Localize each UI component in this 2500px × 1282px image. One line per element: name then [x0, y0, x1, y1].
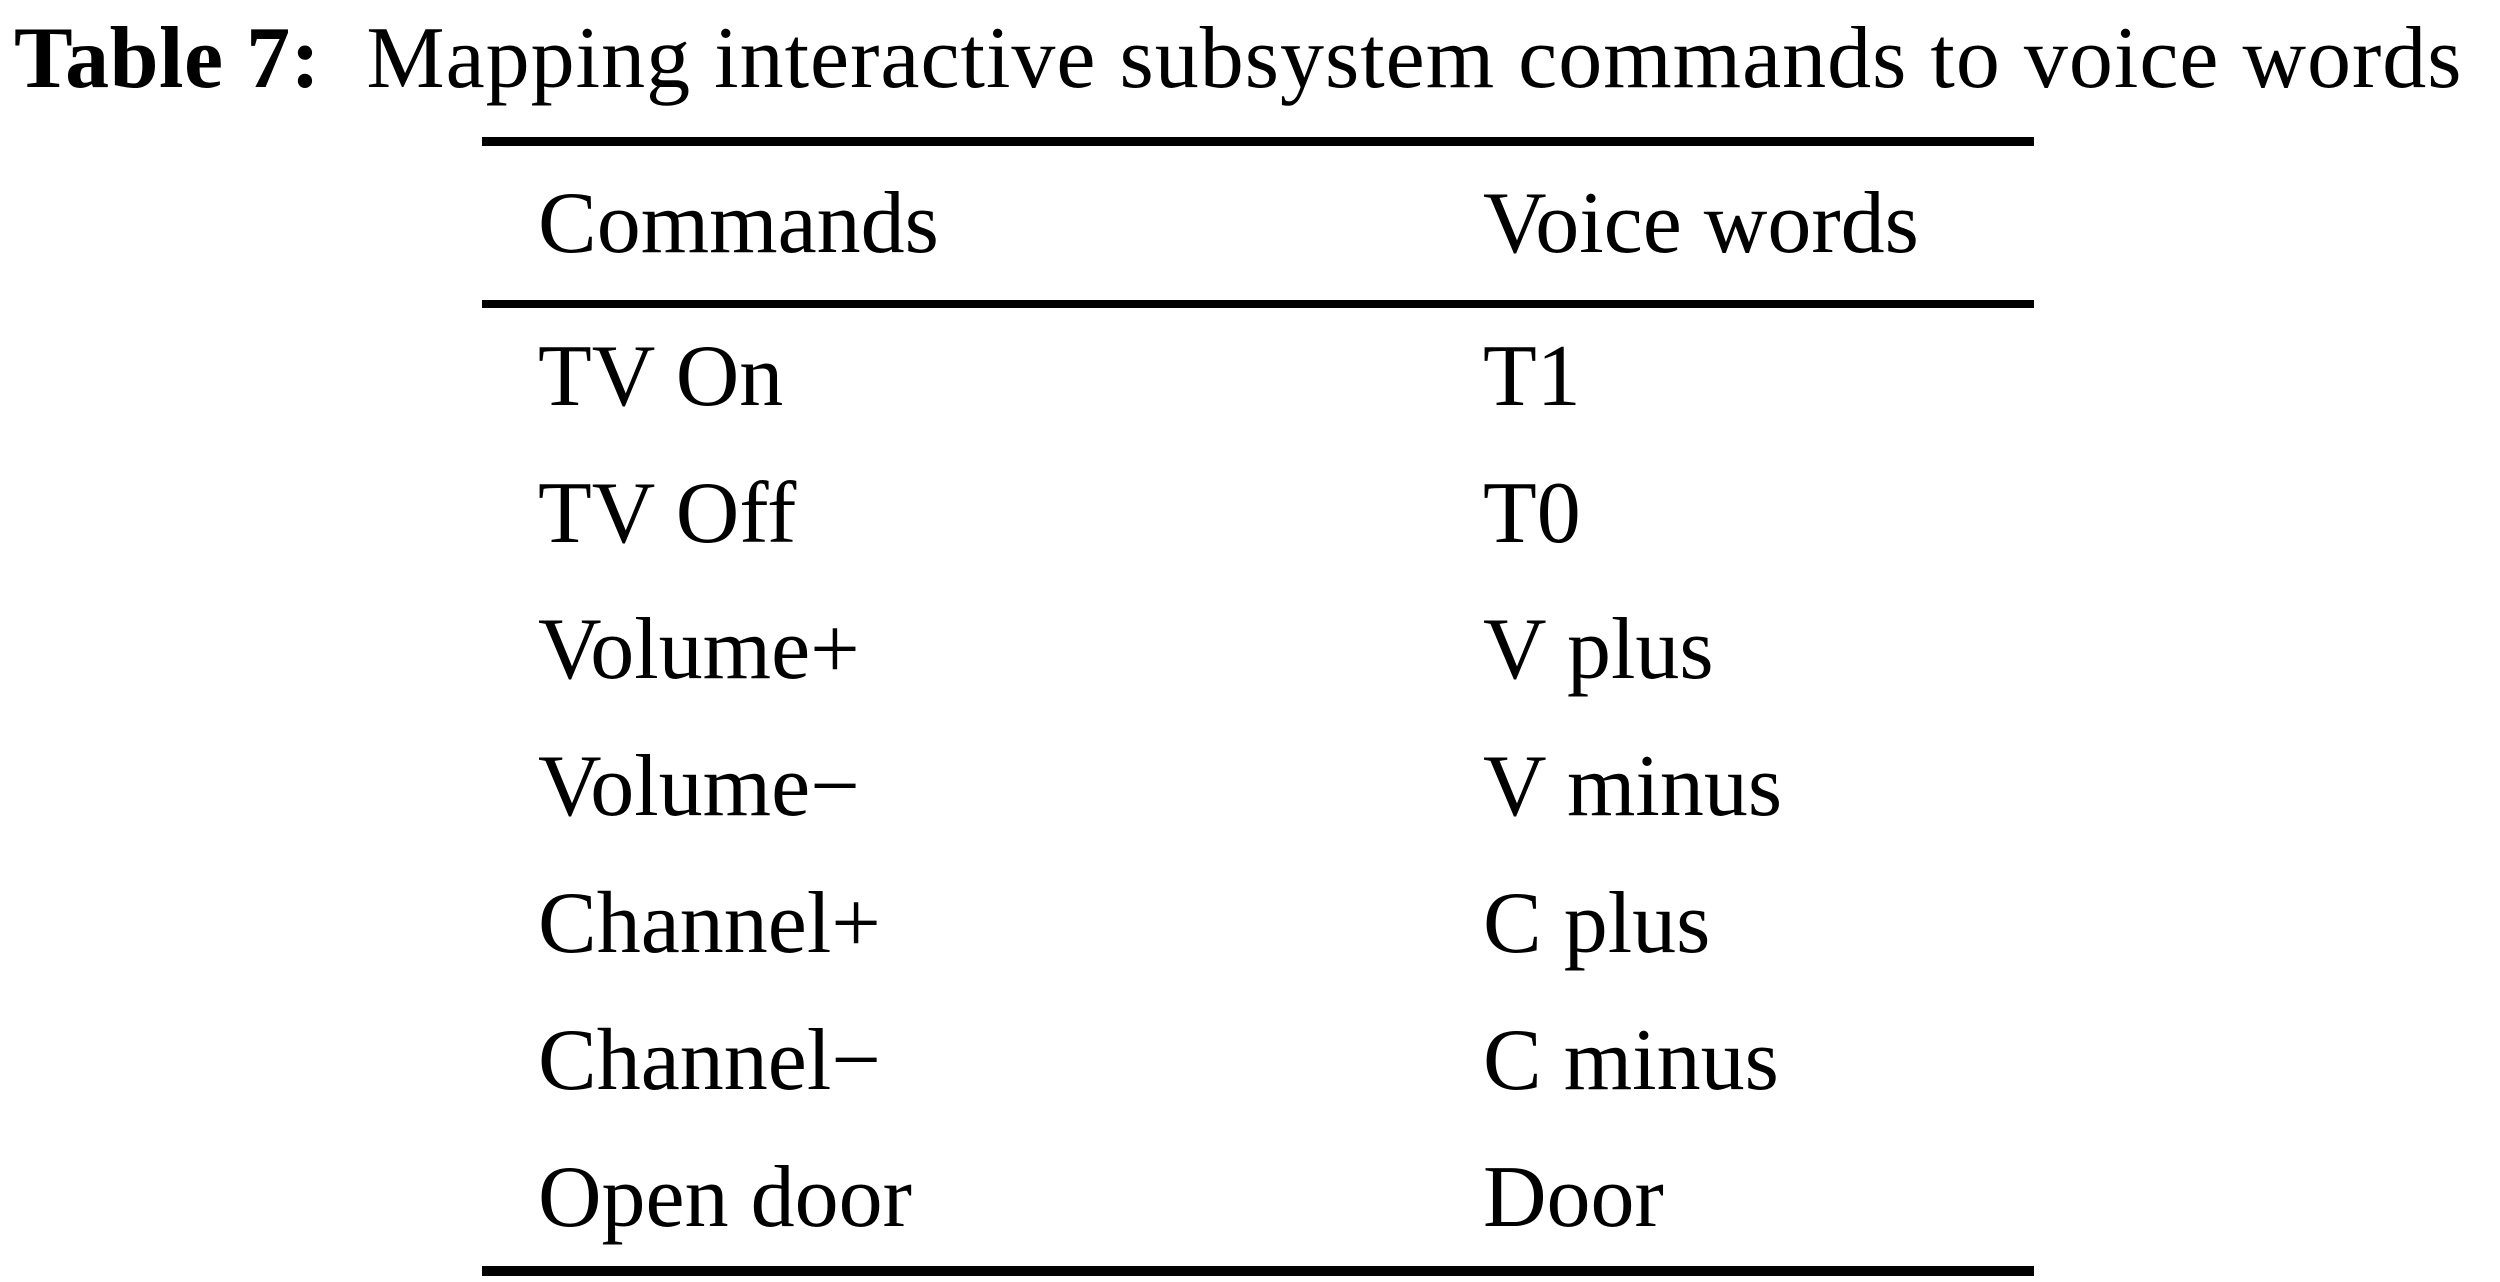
cell-voice-word: Door — [1483, 1148, 1664, 1246]
table-row: Volume− V minus — [482, 718, 2034, 855]
cell-voice-word: V plus — [1483, 601, 1714, 699]
cell-command: Volume+ — [538, 601, 860, 699]
cell-command: Volume− — [538, 738, 860, 836]
cell-command: TV Off — [538, 464, 797, 562]
table-caption-label: Table 7: — [14, 10, 321, 107]
header-commands: Commands — [538, 174, 939, 272]
cell-voice-word: T0 — [1483, 464, 1581, 562]
cell-command: TV On — [538, 327, 784, 425]
table-body: TV On T1 TV Off T0 Volume+ V plus Volume… — [482, 308, 2034, 1266]
cell-voice-word: C minus — [1483, 1011, 1779, 1109]
cell-command: Channel− — [538, 1011, 881, 1109]
table-row: Channel+ C plus — [482, 855, 2034, 992]
header-voice-words: Voice words — [1483, 174, 1919, 272]
cell-voice-word: C plus — [1483, 875, 1711, 973]
table-rule-bottom — [482, 1265, 2034, 1276]
table-caption-text: Mapping interactive subsystem commands t… — [366, 10, 2463, 107]
cell-command: Channel+ — [538, 875, 881, 973]
table-caption: Table 7: Mapping interactive subsystem co… — [14, 0, 2500, 124]
table-rule-top — [482, 137, 2034, 146]
table-header-row: Commands Voice words — [482, 146, 2034, 300]
table-row: Channel− C minus — [482, 992, 2034, 1129]
cell-voice-word: T1 — [1483, 327, 1581, 425]
cell-command: Open door — [538, 1148, 912, 1246]
table-row: TV Off T0 — [482, 445, 2034, 582]
table-row: Volume+ V plus — [482, 582, 2034, 719]
table-rule-header — [482, 300, 2034, 308]
cell-voice-word: V minus — [1483, 738, 1783, 836]
table-row: TV On T1 — [482, 308, 2034, 445]
data-table: Commands Voice words TV On T1 TV Off T0 … — [482, 137, 2034, 1276]
table-row: Open door Door — [482, 1129, 2034, 1266]
